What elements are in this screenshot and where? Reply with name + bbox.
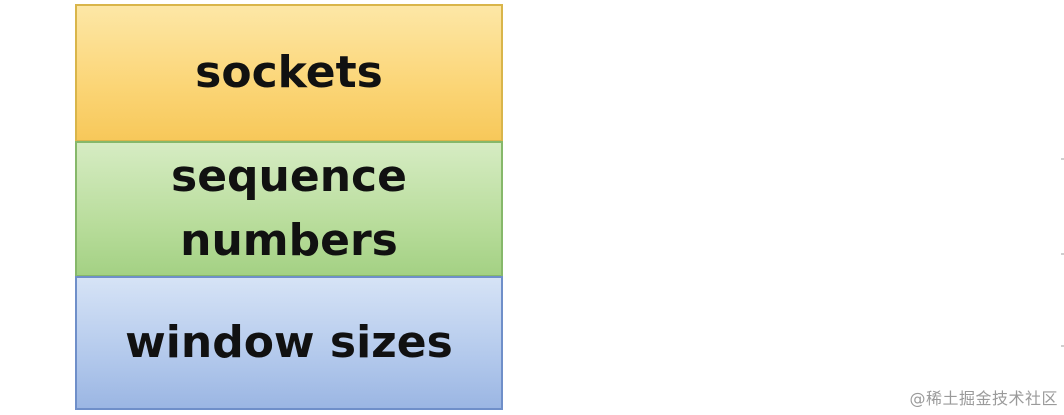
layer-sockets: sockets	[75, 4, 503, 142]
layer-window-sizes: window sizes	[75, 276, 503, 410]
edge-tick-mark	[1061, 253, 1064, 255]
layer-window-sizes-label: window sizes	[125, 317, 453, 368]
layer-sockets-label: sockets	[195, 47, 383, 98]
watermark-text: @稀土掘金技术社区	[909, 389, 1058, 408]
layer-stack-diagram: sockets sequence numbers window sizes	[75, 4, 503, 410]
layer-sequence-numbers-label: sequence numbers	[171, 151, 407, 266]
layer-sequence-numbers: sequence numbers	[75, 141, 503, 277]
edge-tick-mark	[1061, 345, 1064, 347]
edge-tick-mark	[1061, 158, 1064, 160]
